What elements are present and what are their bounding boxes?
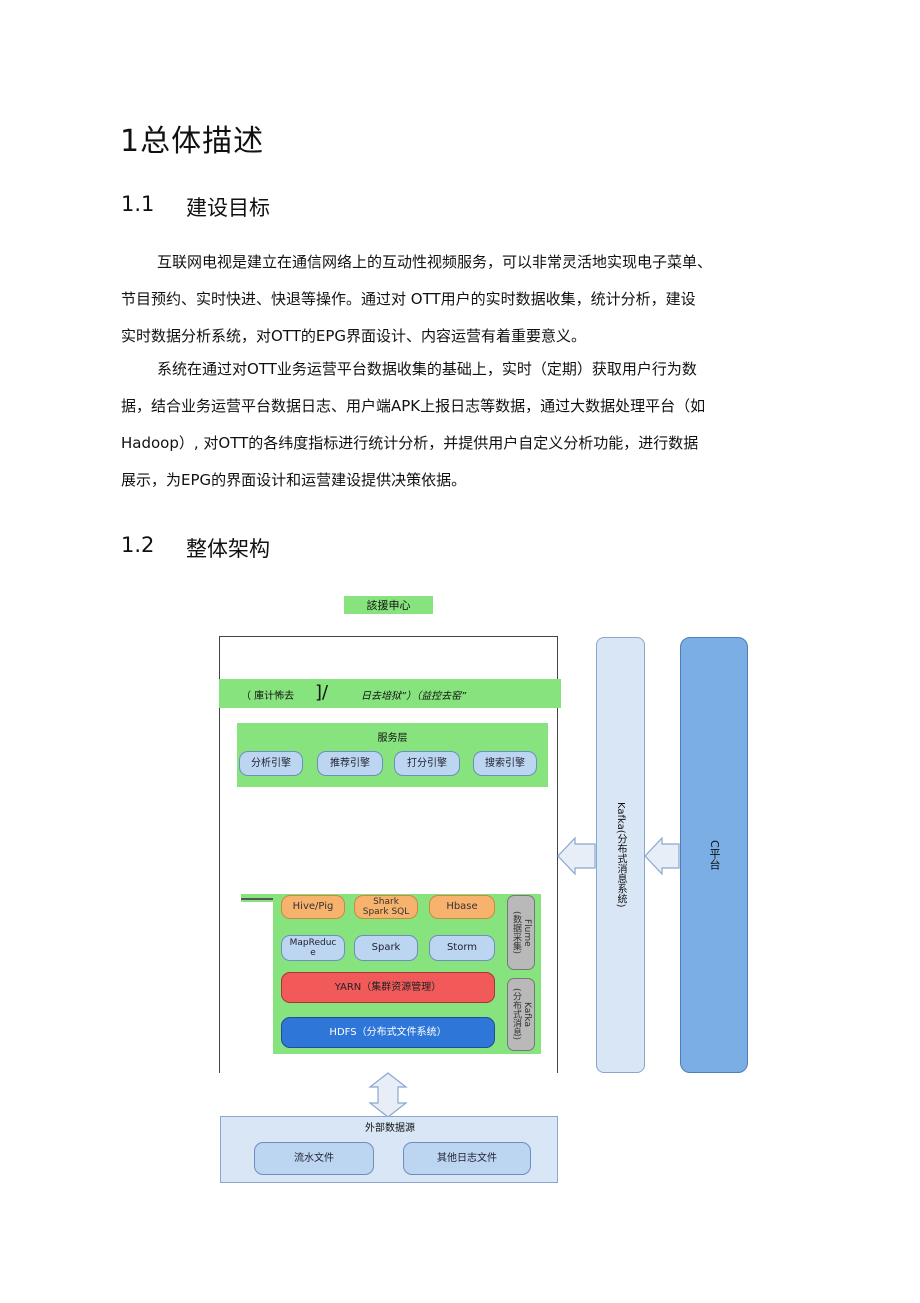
storm-box: Storm bbox=[429, 935, 495, 961]
external-data-sources: 外部数据源 流水文件 其他日志文件 bbox=[220, 1116, 558, 1183]
top-band-left-text: （ 庫计怖去 bbox=[241, 691, 295, 702]
service-layer-title: 服务层 bbox=[377, 733, 408, 744]
c-platform-column: C平台 bbox=[680, 637, 748, 1073]
section-2-title: 整体架构 bbox=[186, 537, 270, 561]
data-center-label: 該援申心 bbox=[344, 596, 433, 614]
paragraph-2: 系统在通过对OTT业务运营平台数据收集的基础上，实时（定期）获取用户行为数 据，… bbox=[121, 351, 761, 499]
service-layer: 服务层 分析引擎 推荐引擎 打分引擎 搜索引擎 bbox=[237, 723, 548, 787]
paragraph-1-line: 节目预约、实时快进、快退等操作。通过对 OTT用户的实时数据收集，统计分析，建设 bbox=[121, 290, 696, 308]
section-1-title: 建设目标 bbox=[186, 196, 270, 220]
flume-box: Flume (数据采集) bbox=[507, 895, 535, 970]
kafka-small-box: Kafka (分布式消息) bbox=[507, 978, 535, 1051]
kafka-column: Kafka(分布式消息系统) bbox=[596, 637, 645, 1073]
kafka-small-label: Kafka (分布式消息) bbox=[511, 988, 532, 1041]
c-platform-label: C平台 bbox=[708, 840, 721, 870]
top-band: （ 庫计怖去 ]/ 日去培狱”）（益控去窑” bbox=[219, 679, 561, 708]
paragraph-2-line: 展示，为EPG的界面设计和运营建设提供决策依据。 bbox=[121, 471, 467, 489]
other-log-file-box: 其他日志文件 bbox=[403, 1142, 531, 1175]
spark-box: Spark bbox=[354, 935, 418, 961]
heading-1: 1总体描述 bbox=[120, 124, 265, 159]
search-engine-box: 搜索引擎 bbox=[473, 751, 537, 776]
hadoop-stack: Hive/Pig Shark Spark SQL Hbase MapReduc … bbox=[241, 894, 541, 1054]
yarn-box: YARN（集群资源管理） bbox=[281, 972, 495, 1003]
flow-file-box: 流水文件 bbox=[254, 1142, 374, 1175]
arrow-left-icon bbox=[644, 836, 680, 876]
recommend-engine-box: 推荐引擎 bbox=[317, 751, 383, 776]
double-arrow-vertical-icon bbox=[368, 1072, 408, 1118]
hdfs-box: HDFS（分布式文件系统） bbox=[281, 1017, 495, 1048]
analysis-engine-box: 分析引擎 bbox=[239, 751, 303, 776]
top-band-right-text: 日去培狱”）（益控去窑” bbox=[361, 691, 467, 702]
kafka-column-label: Kafka(分布式消息系统) bbox=[615, 802, 626, 908]
paragraph-1-line: 互联网电视是建立在通信网络上的互动性视频服务，可以非常灵活地实现电子菜单、 bbox=[157, 253, 713, 271]
external-data-sources-title: 外部数据源 bbox=[365, 1123, 415, 1134]
hadoop-stack-divider bbox=[241, 898, 273, 900]
shark-sparksql-box: Shark Spark SQL bbox=[354, 895, 418, 919]
section-1-number: 1.1 bbox=[121, 192, 155, 216]
flume-label: Flume (数据采集) bbox=[511, 910, 532, 955]
main-frame bbox=[219, 636, 558, 1073]
paragraph-2-line: Hadoop）, 对OTT的各纬度指标进行统计分析，并提供用户自定义分析功能，进… bbox=[121, 434, 699, 452]
hadoop-stack-notch bbox=[241, 902, 273, 1054]
paragraph-1: 互联网电视是建立在通信网络上的互动性视频服务，可以非常灵活地实现电子菜单、 节目… bbox=[121, 244, 761, 355]
mapreduce-box: MapReduc e bbox=[281, 935, 345, 961]
section-2-number: 1.2 bbox=[121, 533, 155, 557]
hive-pig-box: Hive/Pig bbox=[281, 895, 345, 919]
arrow-left-icon bbox=[557, 836, 596, 876]
paragraph-2-line: 系统在通过对OTT业务运营平台数据收集的基础上，实时（定期）获取用户行为数 bbox=[157, 360, 697, 378]
scoring-engine-box: 打分引擎 bbox=[394, 751, 460, 776]
top-band-slash: ]/ bbox=[315, 682, 329, 703]
paragraph-2-line: 据，结合业务运营平台数据日志、用户端APK上报日志等数据，通过大数据处理平台（如 bbox=[121, 397, 706, 415]
paragraph-1-line: 实时数据分析系统，对OTT的EPG界面设计、内容运营有着重要意义。 bbox=[121, 327, 587, 345]
hbase-box: Hbase bbox=[429, 895, 495, 919]
